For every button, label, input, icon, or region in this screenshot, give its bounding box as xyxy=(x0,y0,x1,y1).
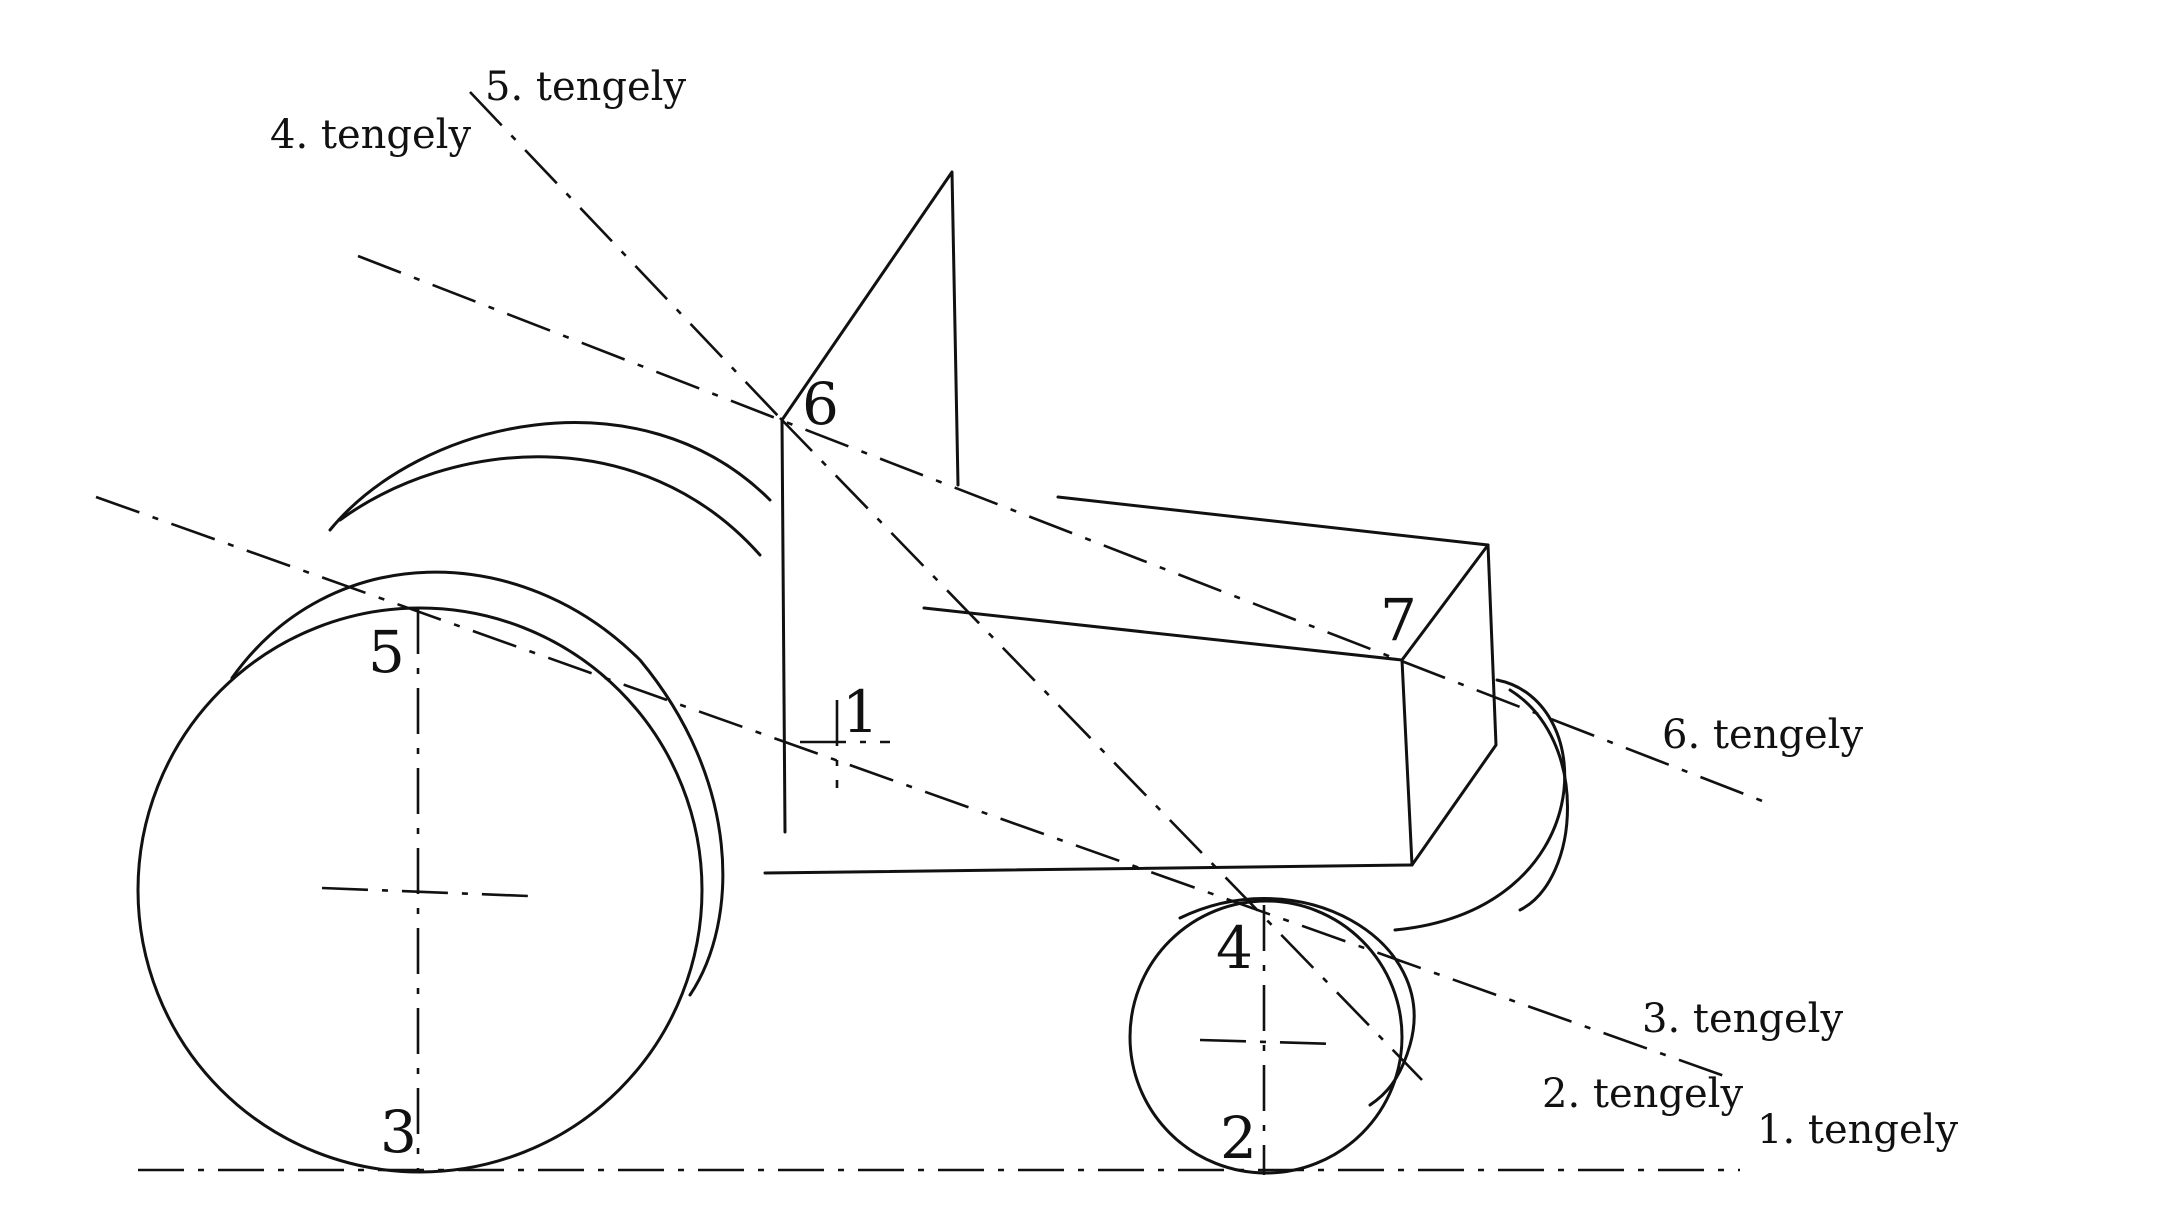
axis-5-label: 5. tengely xyxy=(485,64,686,110)
front-wheel-center-h xyxy=(1199,1038,1337,1046)
tractor-outline xyxy=(136,170,1569,1175)
rear-wheel-side xyxy=(230,570,725,997)
rear-fender-outer xyxy=(328,421,772,532)
axis-3-label: 3. tengely xyxy=(1642,996,1843,1042)
axis-5-line xyxy=(469,91,781,419)
front-wheel-side xyxy=(1178,897,1416,1107)
point-1-label: 1 xyxy=(842,678,879,746)
chassis-bottom xyxy=(763,863,1414,875)
axis-6-label: 6. tengely xyxy=(1662,712,1863,758)
front-fender xyxy=(1393,678,1567,932)
rear-fender-inner xyxy=(338,455,762,557)
axis-labels: 5. tengely 4. tengely 6. tengely 3. teng… xyxy=(270,64,1958,1153)
point-6-label: 6 xyxy=(802,370,839,438)
rear-wheel xyxy=(136,606,704,1174)
hood-top-edge xyxy=(1056,495,1490,547)
axis-4-label: 4. tengely xyxy=(270,112,471,158)
hood-side-top xyxy=(922,606,1404,662)
axis-1-label: 1. tengely xyxy=(1757,1107,1958,1153)
axis-2-line xyxy=(779,417,1423,1081)
point-labels: 1 2 3 4 5 6 7 xyxy=(368,370,1417,1172)
point-7-label: 7 xyxy=(1380,586,1417,654)
axis-3-line xyxy=(95,495,1731,1080)
rear-wheel-center-h xyxy=(321,886,529,898)
front-wheel xyxy=(1128,899,1404,1175)
axis-lines xyxy=(95,91,1771,1175)
point-5-label: 5 xyxy=(368,618,405,686)
axis-4-line xyxy=(357,254,1771,806)
point-3-label: 3 xyxy=(380,1098,417,1166)
cabin-windshield xyxy=(780,170,960,834)
point-2-label: 2 xyxy=(1220,1104,1257,1172)
axis-2-label: 2. tengely xyxy=(1542,1071,1743,1117)
point-4-label: 4 xyxy=(1216,914,1253,982)
